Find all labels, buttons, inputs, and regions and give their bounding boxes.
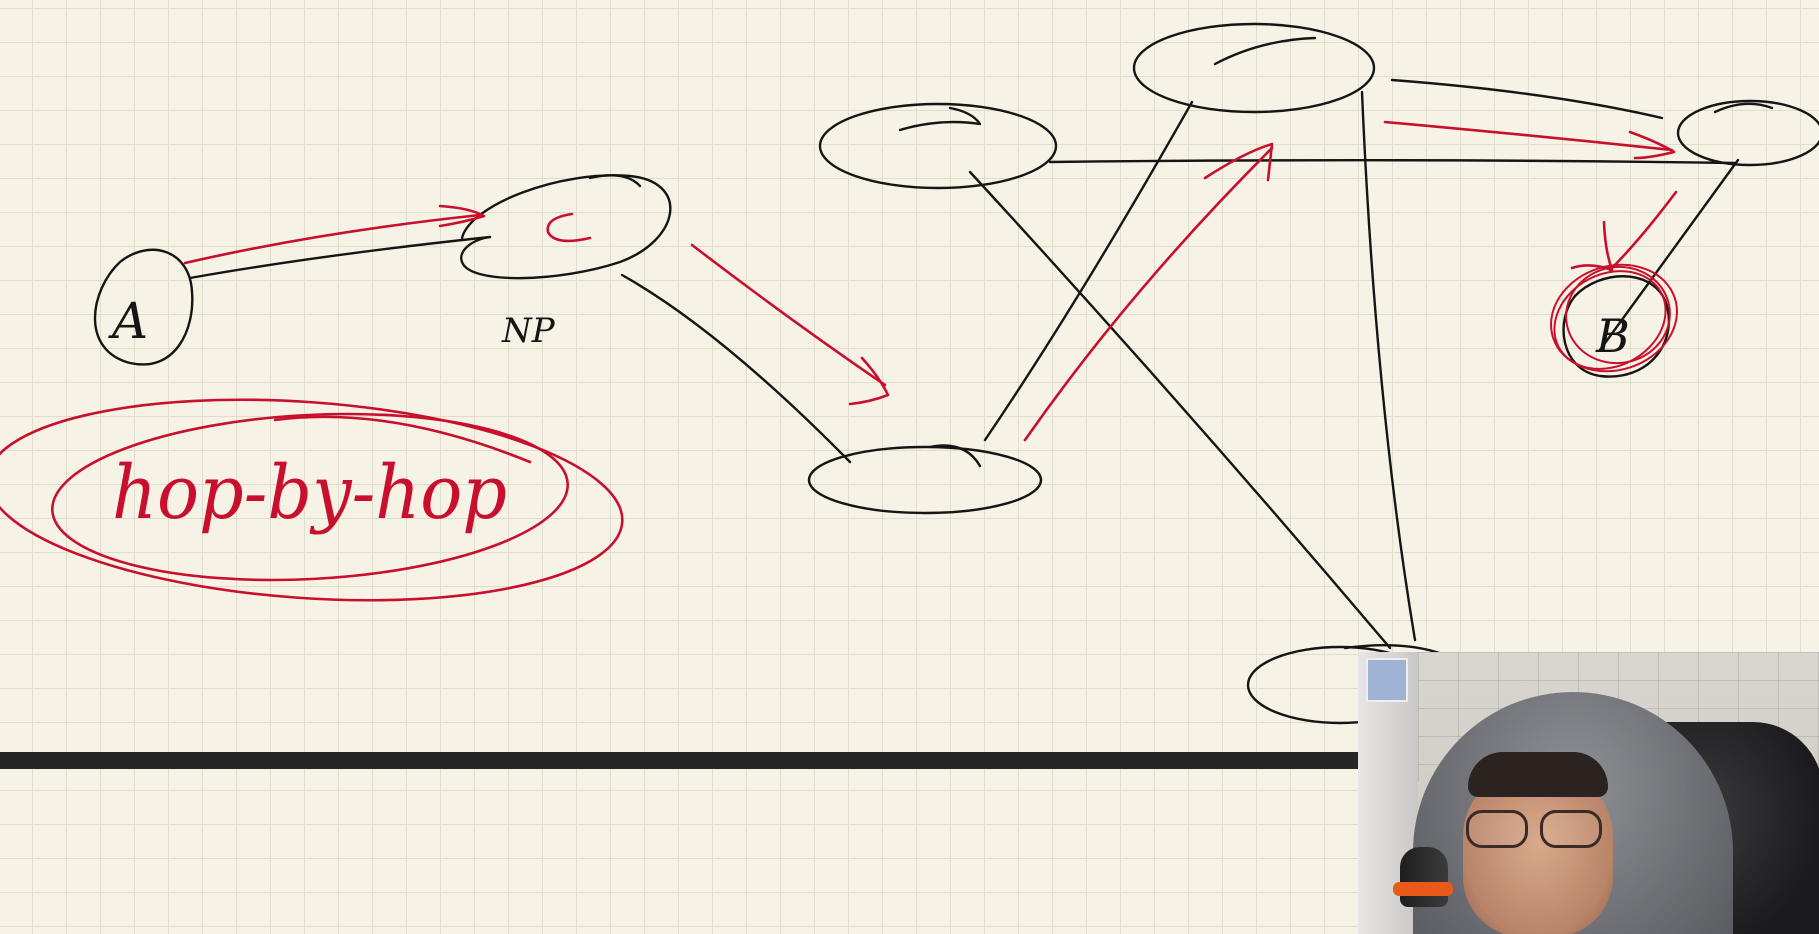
edge-top-mid-to-far-right <box>1048 159 1737 165</box>
hop-by-hop-annotation: hop-by-hop <box>0 398 624 602</box>
edge-top-center-to-bottom-right <box>1360 90 1417 642</box>
node-bottom-mid <box>807 445 1043 515</box>
microphone <box>1400 847 1448 907</box>
red-packet-path <box>183 120 1678 442</box>
label-node-a: A <box>108 292 148 350</box>
presenter-webcam <box>1358 652 1819 934</box>
hop-by-hop-text: hop-by-hop <box>112 450 507 536</box>
red-arrow-a-to-c <box>183 213 482 265</box>
edge-c-to-bottom-mid <box>620 273 852 464</box>
microphone-ring <box>1393 882 1453 896</box>
node-top-center <box>1132 22 1376 114</box>
webcam-window <box>1366 658 1408 702</box>
red-arrow-c-to-bottom-mid <box>690 243 887 387</box>
presenter-glasses <box>1466 810 1606 848</box>
node-top-mid <box>818 102 1058 190</box>
node-far-right <box>1676 99 1819 167</box>
label-np: NP <box>501 311 556 351</box>
node-b-circle <box>1562 275 1671 378</box>
node-c-ellipse <box>460 174 672 280</box>
node-a-circle <box>93 248 194 366</box>
network-nodes <box>93 22 1819 725</box>
red-mark-c <box>546 212 592 243</box>
destination-highlight <box>1550 263 1678 373</box>
network-edges <box>188 78 1740 650</box>
label-node-b: B <box>1595 309 1630 363</box>
red-arrow-bottom-mid-to-top-center <box>1023 146 1274 442</box>
edge-top-center-to-far-right <box>1390 78 1664 120</box>
presenter-hair <box>1468 752 1608 797</box>
edge-bottom-mid-to-top-center <box>983 100 1194 442</box>
edge-far-right-to-b <box>1598 158 1740 352</box>
red-arrow-top-center-to-far-right <box>1383 120 1674 152</box>
red-arrow-far-right-to-b <box>1608 190 1678 272</box>
edge-top-mid-to-bottom-right <box>968 170 1392 650</box>
edge-a-to-c <box>188 235 492 280</box>
